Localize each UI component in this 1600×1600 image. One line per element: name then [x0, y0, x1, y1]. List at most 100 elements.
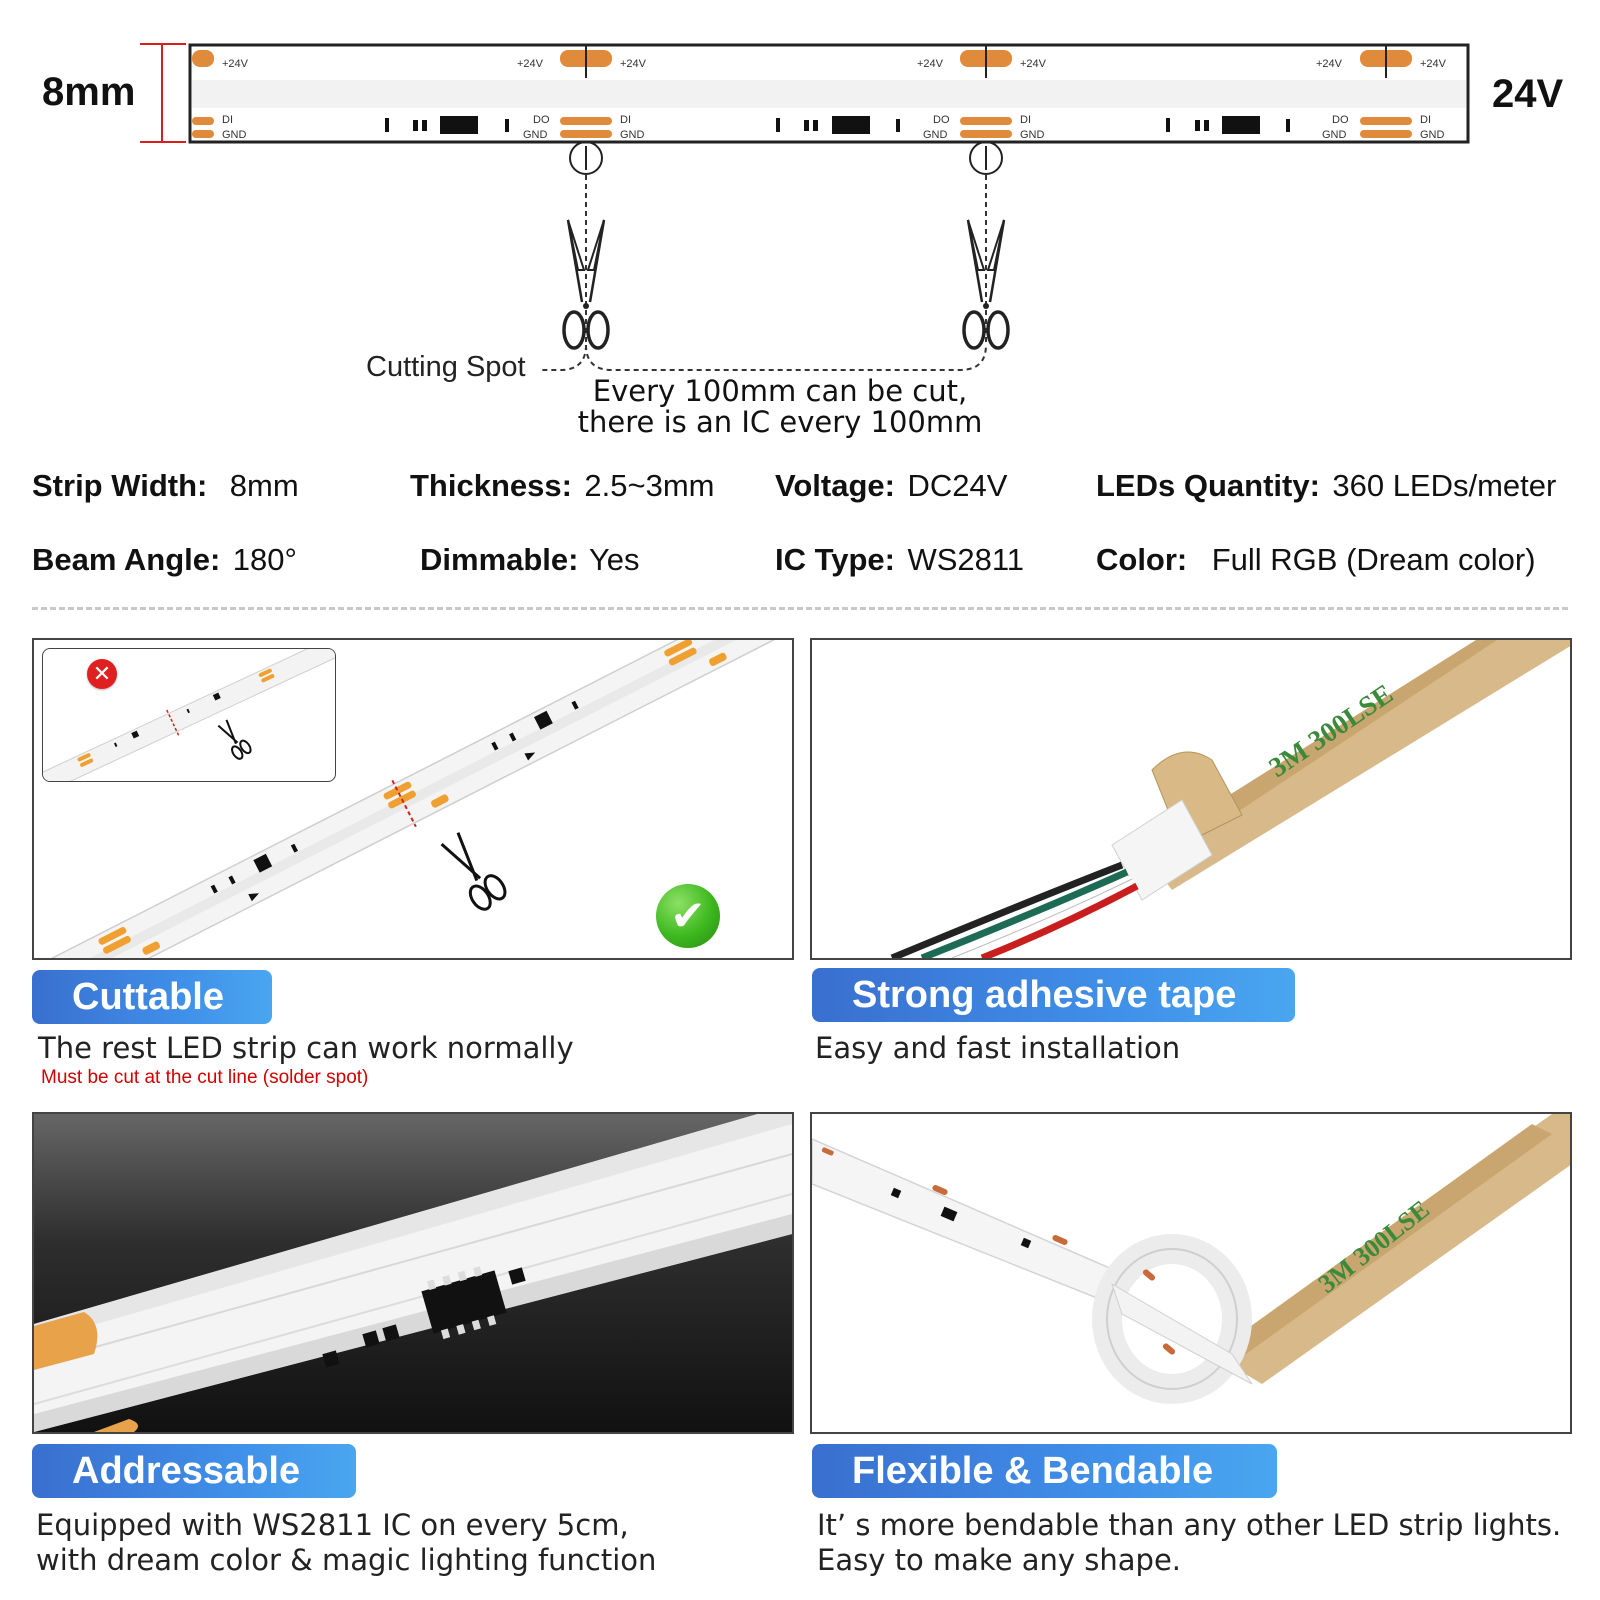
cut-note: Every 100mm can be cut, there is an IC e…: [560, 376, 1000, 438]
cuttable-image-panel: ✕ ✔: [32, 638, 794, 960]
adhesive-illustration: 3M 300LSE: [890, 640, 1570, 958]
scissors-icon: [440, 832, 507, 911]
cut-marker-circle: [969, 141, 1003, 175]
pad-label: DO: [933, 114, 950, 126]
pad-label: GND: [523, 129, 548, 141]
addressable-desc-line: Equipped with WS2811 IC on every 5cm,: [36, 1508, 629, 1542]
cutting-spot-label: Cutting Spot: [366, 351, 526, 383]
cut-note-line: there is an IC every 100mm: [577, 405, 983, 439]
voltage-label: 24V: [1492, 72, 1564, 116]
pad-label: +24V: [1020, 58, 1047, 70]
spec-label: Thickness:: [410, 468, 572, 503]
ic-chip: [832, 116, 870, 134]
pad-label: GND: [620, 129, 645, 141]
pad-label: DI: [1420, 114, 1431, 126]
spec-thickness: Thickness: 2.5~3mm: [410, 468, 715, 504]
pad-gnd: [560, 130, 612, 138]
spec-beam-angle: Beam Angle: 180°: [32, 542, 297, 578]
check-icon: ✔: [656, 884, 720, 948]
addressable-banner: Addressable: [32, 1444, 356, 1498]
strip-center-band: [192, 80, 1466, 108]
pad-label: DI: [620, 114, 631, 126]
pad-gnd: [960, 130, 1012, 138]
pad-di: [192, 117, 214, 125]
cut-note-line: Every 100mm can be cut,: [592, 374, 968, 408]
spec-label: IC Type:: [775, 542, 895, 577]
pad-label: GND: [1322, 129, 1347, 141]
pad-label: +24V: [620, 58, 647, 70]
adhesive-image-panel: 3M 300LSE: [810, 638, 1572, 960]
cut-guide-path: [540, 344, 987, 371]
spec-value: 360 LEDs/meter: [1332, 468, 1557, 503]
spec-ic-type: IC Type: WS2811: [775, 542, 1024, 578]
spec-voltage: Voltage: DC24V: [775, 468, 1007, 504]
strip-diagram: +24V DI GND +24V DO GND +24V DI GND +24V…: [0, 0, 1600, 440]
ic-chip: [1222, 116, 1260, 134]
ic-chip: [421, 1266, 507, 1340]
spec-value: 2.5~3mm: [584, 468, 715, 503]
pad-label: GND: [1420, 129, 1445, 141]
flexible-desc-line: Easy to make any shape.: [817, 1543, 1182, 1577]
pad-plus: [192, 50, 214, 67]
flexible-desc-line: It’ s more bendable than any other LED s…: [817, 1508, 1562, 1542]
wrong-cut-inset: ✕: [42, 648, 336, 782]
addressable-illustration: [34, 1114, 792, 1432]
spec-strip-width: Strip Width: 8mm: [32, 468, 299, 504]
spec-label: Voltage:: [775, 468, 895, 503]
spec-value: WS2811: [907, 542, 1025, 577]
addressable-desc-line: with dream color & magic lighting functi…: [36, 1543, 657, 1577]
spec-dimmable: Dimmable: Yes: [420, 542, 640, 578]
pad-do: [960, 117, 1012, 125]
addressable-image-panel: [32, 1112, 794, 1434]
spec-label: LEDs Quantity:: [1096, 468, 1320, 503]
pad-label: +24V: [517, 58, 544, 70]
pad-label: GND: [1020, 129, 1045, 141]
spec-color: Color: Full RGB (Dream color): [1096, 542, 1536, 578]
strip-diagram-svg: +24V DI GND +24V DO GND +24V DI GND +24V…: [140, 43, 1470, 371]
pad-label: +24V: [222, 58, 249, 70]
ic-group: [1166, 116, 1290, 134]
flexible-illustration: 3M 300LSE: [812, 1114, 1570, 1404]
ic-group: [385, 116, 509, 134]
scissors-icon: [217, 719, 252, 760]
scissors-icon: [962, 219, 1010, 350]
spec-leds-quantity: LEDs Quantity: 360 LEDs/meter: [1096, 468, 1556, 504]
pad-label: GND: [923, 129, 948, 141]
section-divider: [32, 607, 1568, 610]
flexible-desc: It’ s more bendable than any other LED s…: [817, 1508, 1561, 1578]
pad-label: DO: [1332, 114, 1349, 126]
flexible-banner: Flexible & Bendable: [812, 1444, 1277, 1498]
pad-gnd: [192, 130, 214, 138]
pad-label: DO: [533, 114, 550, 126]
ic-group: [776, 116, 900, 134]
spec-value: 180°: [232, 542, 297, 577]
spec-label: Dimmable:: [420, 542, 579, 577]
pad-label: DI: [222, 114, 233, 126]
pad-label: DI: [1020, 114, 1031, 126]
pad-label: GND: [222, 129, 247, 141]
adhesive-desc: Easy and fast installation: [815, 1031, 1181, 1065]
pad-label: +24V: [1420, 58, 1447, 70]
pad-label: +24V: [917, 58, 944, 70]
spec-value: DC24V: [907, 468, 1008, 503]
spec-value: 8mm: [229, 468, 299, 503]
scissors-icon: [562, 219, 610, 350]
strip-width-label: 8mm: [42, 70, 136, 114]
spec-label: Strip Width:: [32, 468, 208, 503]
spec-value: Yes: [588, 542, 640, 577]
cuttable-desc: The rest LED strip can work normally: [38, 1031, 574, 1065]
error-icon: ✕: [87, 659, 117, 689]
specs-grid: Strip Width: 8mm Thickness: 2.5~3mm Volt…: [0, 460, 1600, 600]
pad-do: [1360, 117, 1412, 125]
pad-gnd: [1360, 130, 1412, 138]
cuttable-banner: Cuttable: [32, 970, 272, 1024]
spec-label: Beam Angle:: [32, 542, 221, 577]
spec-label: Color:: [1096, 542, 1188, 577]
cuttable-warning: Must be cut at the cut line (solder spot…: [41, 1067, 369, 1088]
ic-chip: [440, 116, 478, 134]
spec-value: Full RGB (Dream color): [1211, 542, 1536, 577]
cut-marker-circle: [569, 141, 603, 175]
flexible-image-panel: 3M 300LSE: [810, 1112, 1572, 1434]
pad-do: [560, 117, 612, 125]
adhesive-banner: Strong adhesive tape: [812, 968, 1295, 1022]
